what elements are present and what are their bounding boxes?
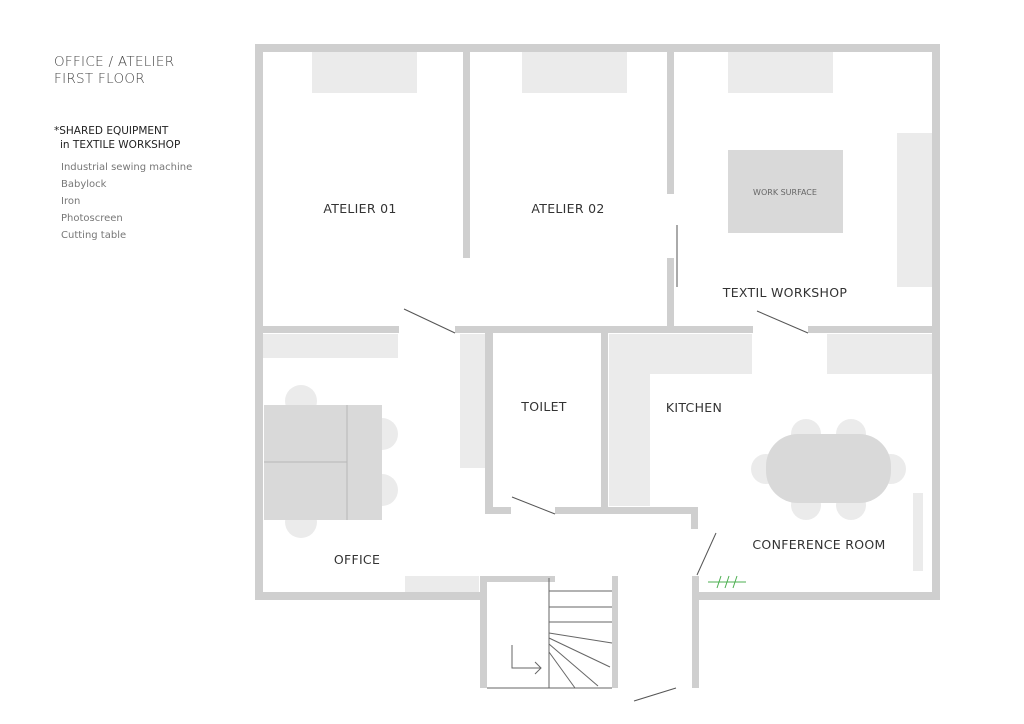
office-bottom-shelf xyxy=(405,576,479,592)
conference-table-group xyxy=(751,419,906,520)
wall xyxy=(932,44,940,600)
work-surface-label: WORK SURFACE xyxy=(753,188,817,197)
shared-equipment-list: Industrial sewing machine Babylock Iron … xyxy=(61,159,192,244)
entrance-marker xyxy=(708,575,746,589)
equipment-item: Industrial sewing machine xyxy=(61,162,193,173)
wall xyxy=(485,507,511,514)
stair-step xyxy=(548,637,611,668)
wall xyxy=(255,326,399,333)
marker-tick xyxy=(724,575,730,589)
equipment-item: Babylock xyxy=(61,179,107,190)
room-label-kitchen: KITCHEN xyxy=(666,400,722,415)
workshop-side-counter xyxy=(897,133,932,287)
office-shelf xyxy=(263,334,398,358)
stair-step xyxy=(548,643,599,687)
wall xyxy=(555,507,698,514)
wall xyxy=(692,592,940,600)
room-label-toilet: TOILET xyxy=(520,399,567,414)
room-label-office: OFFICE xyxy=(334,552,380,567)
room-label-atelier02: ATELIER 02 xyxy=(531,201,604,216)
plan-title-line2: FIRST FLOOR xyxy=(54,71,145,87)
door-toilet xyxy=(511,496,556,515)
room-label-textil-workshop: TEXTIL WORKSHOP xyxy=(722,285,848,300)
conference-table xyxy=(766,434,891,503)
wall xyxy=(667,258,674,333)
equipment-item: Iron xyxy=(61,196,81,207)
marker-tick xyxy=(716,575,722,589)
plan-title: OFFICE / ATELIER FIRST FLOOR xyxy=(54,54,174,88)
stair-step xyxy=(548,632,613,644)
wall xyxy=(255,44,940,52)
marker-tick xyxy=(732,575,738,589)
stair-arrow xyxy=(511,645,541,669)
wall xyxy=(480,576,487,688)
atelier02-table xyxy=(522,52,627,93)
room-label-conference-room: CONFERENCE ROOM xyxy=(752,537,885,552)
kitchen-counter-side xyxy=(609,374,650,506)
door-workshop xyxy=(756,310,809,334)
wall xyxy=(601,326,608,514)
wall xyxy=(692,576,699,688)
shared-equipment-heading-line1: *SHARED EQUIPMENT xyxy=(54,125,169,137)
equipment-item: Cutting table xyxy=(61,230,127,241)
wall xyxy=(808,326,940,333)
plan-title-line1: OFFICE / ATELIER xyxy=(54,54,175,70)
shared-equipment-heading-line2: in TEXTILE WORKSHOP xyxy=(60,139,181,151)
furniture-layer xyxy=(263,52,932,592)
corridor-cabinet xyxy=(460,334,485,468)
stair-arrow-head xyxy=(534,661,542,675)
wall xyxy=(691,507,698,529)
stairs xyxy=(487,578,613,689)
door-atelier01 xyxy=(403,308,456,334)
wall xyxy=(667,44,674,194)
stair-step xyxy=(548,651,576,689)
work-surface xyxy=(728,150,843,233)
room-label-atelier01: ATELIER 01 xyxy=(323,201,396,216)
wall xyxy=(612,576,618,688)
office-desks xyxy=(264,385,398,538)
workshop-table xyxy=(728,52,833,93)
wall xyxy=(463,44,470,258)
conference-sideboard xyxy=(913,493,923,571)
wall xyxy=(480,576,555,582)
equipment-item: Photoscreen xyxy=(61,213,123,224)
wall xyxy=(255,592,487,600)
wall xyxy=(255,44,263,600)
doors xyxy=(403,225,809,702)
conference-cabinet xyxy=(827,334,932,374)
kitchen-counter-top xyxy=(609,334,752,374)
door-entrance xyxy=(633,687,677,702)
wall xyxy=(485,326,493,514)
shared-equipment-heading: *SHARED EQUIPMENT in TEXTILE WORKSHOP xyxy=(54,124,180,152)
atelier01-table xyxy=(312,52,417,93)
door-conference xyxy=(696,532,717,576)
walls xyxy=(255,44,940,688)
